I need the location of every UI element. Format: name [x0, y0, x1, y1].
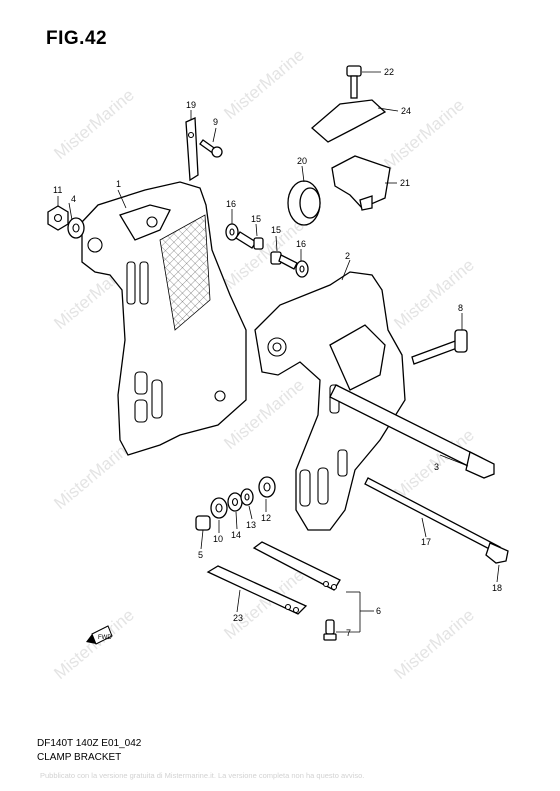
callout-15: 15 — [251, 214, 261, 224]
part-20-knob — [287, 180, 321, 226]
callout-10: 10 — [213, 534, 223, 544]
fwd-label: FWD — [98, 635, 112, 641]
callout-18: 18 — [492, 583, 502, 593]
callout-8: 8 — [458, 303, 463, 313]
part-6-plate — [252, 541, 341, 591]
part-8-bolt — [411, 329, 468, 365]
callout-9: 9 — [213, 117, 218, 127]
callout-15-lower: 15 — [271, 225, 281, 235]
part-1-clamp-bracket-left — [81, 181, 247, 456]
part-10-bushing — [210, 497, 228, 519]
callout-11: 11 — [53, 185, 62, 195]
callout-16: 16 — [226, 199, 236, 209]
callout-6: 6 — [376, 606, 381, 616]
callout-5: 5 — [198, 550, 203, 560]
watermark: MisterMarine — [390, 255, 477, 333]
part-15-bolt — [235, 231, 264, 250]
callout-22: 22 — [384, 67, 394, 77]
callout-17: 17 — [421, 537, 431, 547]
callout-13: 13 — [246, 520, 256, 530]
part-21-holder — [331, 155, 391, 211]
callout-4: 4 — [71, 194, 76, 204]
part-7-bolt — [323, 619, 337, 641]
callout-19: 19 — [186, 100, 196, 110]
part-4-washer — [67, 217, 85, 239]
fwd-arrow-icon: FWD — [86, 625, 113, 645]
part-14-washer — [227, 492, 243, 512]
part-5-collar — [195, 515, 211, 531]
callout-12: 12 — [261, 513, 271, 523]
model-code: DF140T 140Z E01_042 — [37, 738, 142, 749]
part-23-plate — [206, 565, 308, 615]
callout-24: 24 — [401, 106, 411, 116]
watermark: MisterMarine — [50, 605, 137, 683]
part-22-bolt — [346, 65, 362, 99]
part-16-washer-lower — [295, 260, 309, 278]
callout-23: 23 — [233, 613, 243, 623]
part-11-nut — [47, 205, 69, 231]
callout-21: 21 — [400, 178, 410, 188]
part-12-washer — [258, 476, 276, 498]
part-2-clamp-bracket-right — [254, 271, 406, 531]
part-16-washer — [225, 223, 239, 241]
callout-numbers: 1 2 3 4 5 6 7 8 9 10 11 12 13 14 15 15 1… — [53, 67, 502, 638]
part-13-washer — [240, 488, 254, 506]
watermark: MisterMarine — [390, 605, 477, 683]
diagram-caption: CLAMP BRACKET — [37, 752, 122, 763]
callout-16-lower: 16 — [296, 239, 306, 249]
watermark: MisterMarine — [50, 85, 137, 163]
watermark: MisterMarine — [380, 95, 467, 173]
callout-7: 7 — [346, 628, 351, 638]
part-15-bolt-lower — [270, 251, 298, 270]
leader-lines — [57, 71, 500, 633]
part-3-tilt-tube — [329, 384, 495, 479]
callout-14: 14 — [231, 530, 241, 540]
callout-2: 2 — [345, 251, 350, 261]
figure-label: FIG.42 — [46, 28, 108, 49]
watermark: MisterMarine — [220, 45, 307, 123]
callout-3: 3 — [434, 462, 439, 472]
part-24-cover-plate — [311, 99, 387, 143]
part-19-clip — [185, 117, 199, 182]
part-17-through-bolt — [364, 477, 509, 564]
callout-1: 1 — [116, 179, 121, 189]
free-version-notice: Pubblicato con la versione gratuita di M… — [40, 771, 365, 780]
callout-20: 20 — [297, 156, 307, 166]
part-9-screw — [199, 139, 223, 158]
